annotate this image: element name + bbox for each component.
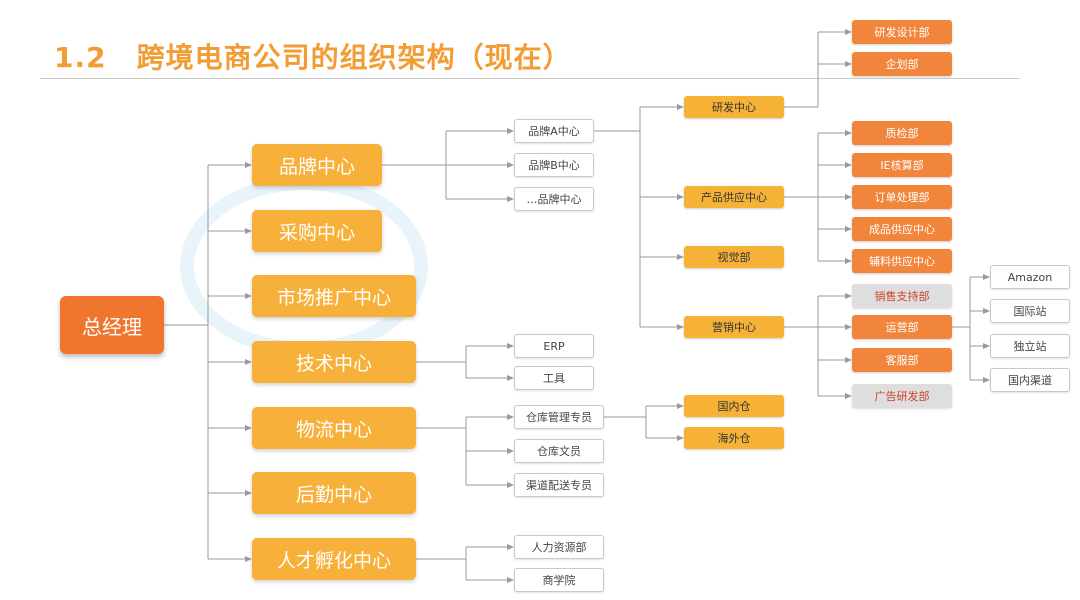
operations-dept-node: 运营部 (852, 315, 952, 339)
visual-dept-node: 视觉部 (684, 246, 784, 268)
planning-dept-node: 企划部 (852, 52, 952, 76)
ad-rd-dept-node: 广告研发部 (852, 384, 952, 408)
rd-center-node: 研发中心 (684, 96, 784, 118)
logistics-center-node: 物流中心 (252, 407, 416, 449)
finished-goods-supply-node: 成品供应中心 (852, 217, 952, 241)
ie-accounting-dept-node: IE核算部 (852, 153, 952, 177)
channel-domestic-node: 国内渠道 (990, 368, 1070, 392)
rd-design-dept-node: 研发设计部 (852, 20, 952, 44)
customer-service-dept-node: 客服部 (852, 348, 952, 372)
channel-international-node: 国际站 (990, 299, 1070, 323)
brand-more-node: …品牌中心 (514, 187, 594, 211)
title-text: 跨境电商公司的组织架构（现在） (136, 41, 572, 74)
brand-a-node: 品牌A中心 (514, 119, 594, 143)
qc-dept-node: 质检部 (852, 121, 952, 145)
erp-node: ERP (514, 334, 594, 358)
warehouse-clerk-node: 仓库文员 (514, 439, 604, 463)
tools-node: 工具 (514, 366, 594, 390)
sales-center-node: 营销中心 (684, 316, 784, 338)
channel-amazon-node: Amazon (990, 265, 1070, 289)
purchase-center-node: 采购中心 (252, 210, 382, 252)
warehouse-manager-node: 仓库管理专员 (514, 405, 604, 429)
page-title: 1.2 跨境电商公司的组织架构（现在） (54, 36, 572, 76)
general-manager-node: 总经理 (60, 296, 164, 354)
title-divider (40, 78, 1020, 79)
hr-dept-node: 人力资源部 (514, 535, 604, 559)
supply-center-node: 产品供应中心 (684, 186, 784, 208)
channel-delivery-node: 渠道配送专员 (514, 473, 604, 497)
order-processing-dept-node: 订单处理部 (852, 185, 952, 209)
channel-independent-node: 独立站 (990, 334, 1070, 358)
brand-center-node: 品牌中心 (252, 144, 382, 186)
tech-center-node: 技术中心 (252, 341, 416, 383)
sales-support-dept-node: 销售支持部 (852, 284, 952, 308)
brand-b-node: 品牌B中心 (514, 153, 594, 177)
talent-center-node: 人才孵化中心 (252, 538, 416, 580)
business-school-node: 商学院 (514, 568, 604, 592)
section-number: 1.2 (54, 41, 107, 74)
admin-center-node: 后勤中心 (252, 472, 416, 514)
marketing-center-node: 市场推广中心 (252, 275, 416, 317)
accessory-supply-node: 辅料供应中心 (852, 249, 952, 273)
domestic-warehouse-node: 国内仓 (684, 395, 784, 417)
overseas-warehouse-node: 海外仓 (684, 427, 784, 449)
